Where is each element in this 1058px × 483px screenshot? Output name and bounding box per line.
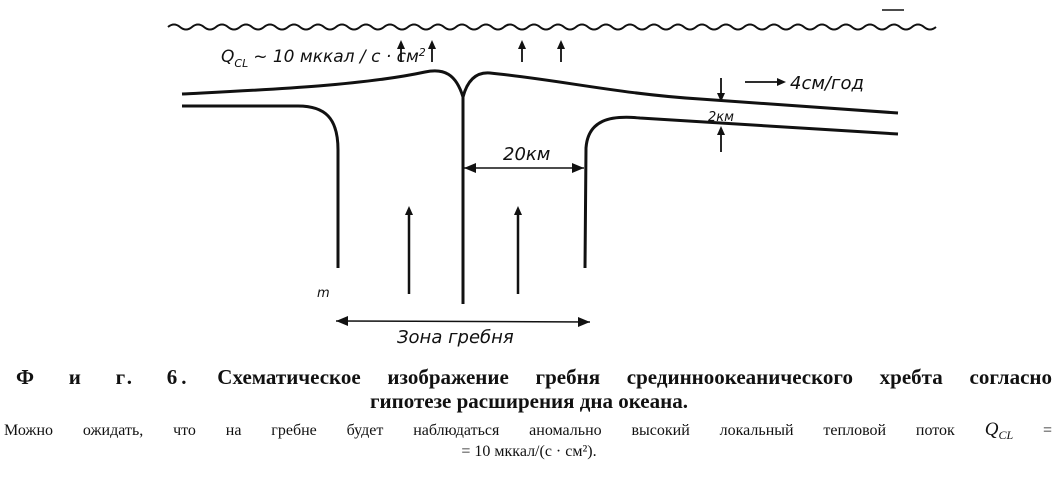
caption-body-symbol: QCL <box>984 419 1014 443</box>
caption-body-line2: = 10 мккал/(с · см²). <box>461 443 597 460</box>
figure-caption-body-line2: = 10 мккал/(с · см²). <box>0 442 1058 462</box>
caption-body-line1: Можно ожидать, что на гребне будет наблю… <box>4 422 955 439</box>
half-width-label: 20км <box>503 144 550 165</box>
plate-base-right <box>583 115 899 269</box>
half-width-arrow-right <box>572 163 584 173</box>
figure-caption-body: Можно ожидать, что на гребне будет наблю… <box>0 420 1058 445</box>
spreading-rate-label: 4см/год <box>790 73 864 94</box>
figure-caption-title-line2: гипотезе расширения дна океана. <box>0 390 1058 412</box>
crest-zone-label: Зона гребня <box>397 327 514 348</box>
sea-surface-wave <box>167 23 937 31</box>
corner-mark: m <box>317 286 330 301</box>
heat-flow-label: QCL~ 10 мккал / с · см2 <box>221 46 426 70</box>
half-width-arrow-left <box>464 163 476 173</box>
crest-zone-dimension <box>335 320 591 323</box>
figure-label: Ф и г. 6. <box>16 365 191 389</box>
caption-body-equals: = <box>1042 422 1053 439</box>
crest-zone-arrow-left <box>336 316 348 326</box>
figure-caption-title: Ф и г. 6. Схематическое изображение греб… <box>0 366 1058 388</box>
plate-thickness-label: 2км <box>708 110 734 125</box>
caption-title-line1: Схематическое изображение гребня срединн… <box>217 365 1052 389</box>
plate-base-left <box>182 104 340 268</box>
ridge-diagram: QCL~ 10 мккал / с · см2 4см/год 2км 20км… <box>167 9 937 348</box>
crest-zone-arrow-right <box>578 317 590 327</box>
caption-title-line2: гипотезе расширения дна океана. <box>370 389 688 413</box>
